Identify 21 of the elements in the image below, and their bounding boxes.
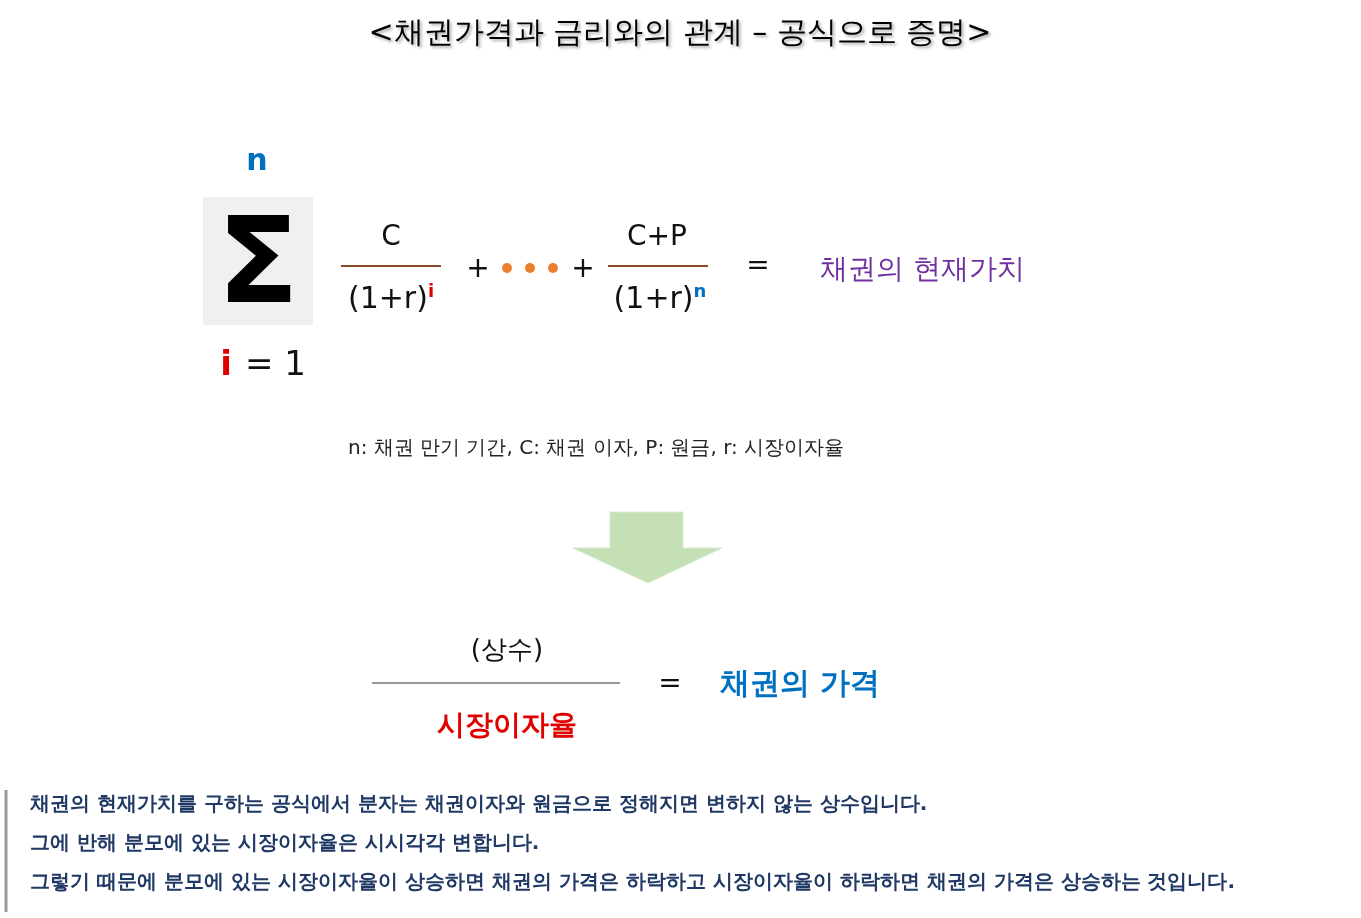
sigma-symbol: Σ: [203, 197, 313, 325]
explanation-text: 채권의 현재가치를 구하는 공식에서 분자는 채권이자와 원금으로 정해지면 변하지 않는 상수입니다.: [30, 791, 928, 815]
denominator: 시장이자율: [437, 708, 577, 742]
index-variable: i: [220, 344, 232, 384]
denominator: (1+r)$^{n}$: [613, 280, 707, 316]
numerator: C: [381, 219, 401, 253]
legend-note: n: 채권 만기 기간, C: 채권 이자, P: 원금, r: 시장이자율: [348, 435, 845, 459]
result-text: 채권의 현재가치: [820, 252, 1025, 286]
title: <채권가격과 금리와의 관계 – 공식으로 증명>: [368, 12, 992, 51]
explanation-text: 그에 반해 분모에 있는 시장이자율은 시시각각 변합니다.: [30, 830, 540, 854]
denominator: (1+r)$^{i}$: [347, 280, 435, 316]
numerator: C+P: [627, 219, 687, 253]
plus-sign: +: [571, 251, 595, 285]
explanation-text: 그렇기 때문에 분모에 있는 시장이자율이 상승하면 채권의 가격은 하락하고 시장이자율이 하락하면 채권의 가격은 상승하는 것입니다.: [30, 869, 1236, 893]
plus-sign: +: [466, 251, 490, 285]
index-start: = 1: [245, 344, 306, 384]
equals-sign: =: [746, 248, 770, 282]
index-upper-limit: n: [246, 142, 268, 178]
result-text: 채권의 가격: [720, 665, 881, 701]
equals-sign: =: [658, 666, 682, 700]
numerator: (상수): [470, 635, 544, 665]
